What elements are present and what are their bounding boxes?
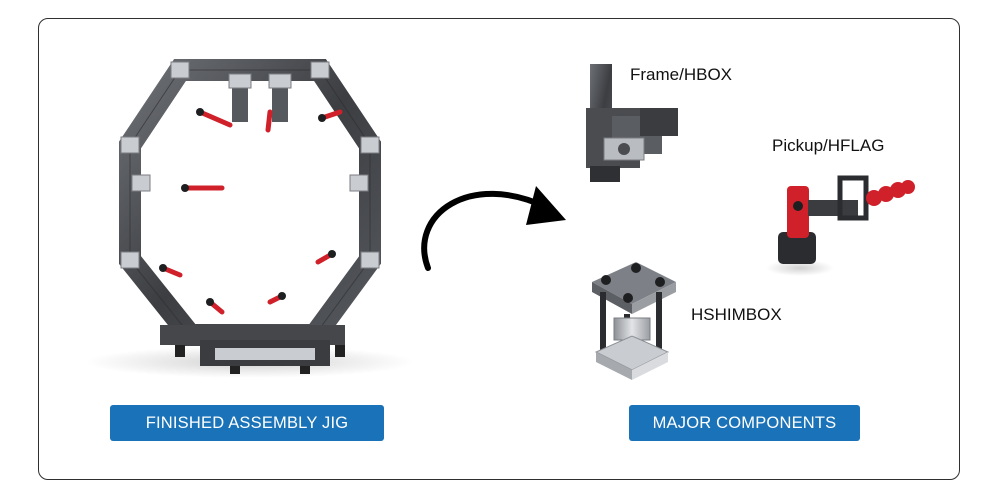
major-components-caption: MAJOR COMPONENTS xyxy=(629,405,860,441)
pickup-hflag-label: Pickup/HFLAG xyxy=(772,136,885,155)
finished-assembly-jig-caption: FINISHED ASSEMBLY JIG xyxy=(110,405,384,441)
pickup-hflag-image xyxy=(766,175,915,276)
curved-arrow-icon xyxy=(421,186,566,271)
hshimbox-label: HSHIMBOX xyxy=(691,305,782,324)
hshimbox-image xyxy=(592,262,676,380)
frame-hbox-label: Frame/HBOX xyxy=(630,65,733,84)
assembly-jig-image xyxy=(85,59,415,378)
frame-hbox-image xyxy=(586,64,678,182)
